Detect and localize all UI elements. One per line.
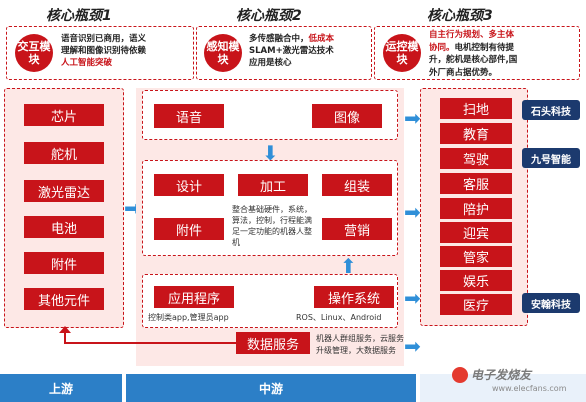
mid-item-processing: 加工 xyxy=(238,174,308,196)
feedback-line xyxy=(64,342,236,344)
footer-midstream: 中游 xyxy=(126,374,416,402)
arrow-up-icon: ⬆ xyxy=(340,254,357,278)
bottleneck-box-2: 感知模块 多传感融合中，低成本 SLAM+激光雷达技术 应用是核心 xyxy=(196,26,372,80)
footer-downstream xyxy=(420,374,586,402)
downstream-item: 娱乐 xyxy=(440,270,512,291)
bottleneck-desc-3: 自主行为规划、多主体 协同。电机控制有待提 升，舵机是核心部件,国 外厂商占据优… xyxy=(429,29,579,79)
app-note: 控制类app,管理员app xyxy=(148,313,229,322)
mid-item-image: 图像 xyxy=(312,104,382,128)
desc-line: 语音识别已商用，语义 xyxy=(61,34,147,44)
mid-item-data-service: 数据服务 xyxy=(236,332,310,354)
watermark: 电子发烧友 xyxy=(452,366,531,383)
company-badge: 石头科技 xyxy=(522,100,580,120)
desc-highlight: 人工智能突破 xyxy=(61,58,113,68)
watermark-url: www.elecfans.com xyxy=(492,384,567,393)
bottleneck-desc-2: 多传感融合中，低成本 SLAM+激光雷达技术 应用是核心 xyxy=(249,33,371,69)
header-bottleneck-2: 核心瓶颈2 xyxy=(236,8,302,24)
bottleneck-desc-1: 语音识别已商用，语义 理解和图像识别待依赖 人工智能突破 xyxy=(61,33,193,69)
company-badge: 九号智能 xyxy=(522,148,580,168)
header-bottleneck-3: 核心瓶颈3 xyxy=(427,8,493,24)
desc-text: 电机控制有待提 xyxy=(454,42,515,53)
module-badge-perception: 感知模块 xyxy=(204,34,242,72)
os-note: ROS、Linux、Android xyxy=(296,313,382,322)
desc-text: 多传感融合中， xyxy=(249,34,309,44)
company-badge: 安翰科技 xyxy=(522,293,580,313)
upstream-item: 芯片 xyxy=(24,104,104,126)
downstream-item: 医疗 xyxy=(440,294,512,315)
upstream-item: 舵机 xyxy=(24,142,104,164)
downstream-item: 陪护 xyxy=(440,198,512,219)
footer-upstream: 上游 xyxy=(0,374,122,402)
module-badge-motion-control: 运控模块 xyxy=(383,34,421,72)
downstream-item: 教育 xyxy=(440,123,512,144)
desc-line: SLAM+激光雷达技术 xyxy=(249,46,334,56)
watermark-text: 电子发烧友 xyxy=(471,368,532,382)
mid-item-application: 应用程序 xyxy=(154,286,234,308)
upstream-item: 其他元件 xyxy=(24,288,104,310)
header-bottleneck-1: 核心瓶颈1 xyxy=(46,8,112,24)
desc-line: 外厂商占据优势。 xyxy=(429,67,498,78)
logo-icon xyxy=(452,366,468,383)
mid-item-assembly: 组装 xyxy=(322,174,392,196)
downstream-item: 扫地 xyxy=(440,98,512,119)
desc-highlight: 自主行为规划、多主体 xyxy=(429,30,515,40)
desc-line: 多传感融合中，低成本 xyxy=(249,33,371,45)
arrow-right-icon: ➡ xyxy=(404,286,421,310)
desc-highlight: 协同。 xyxy=(429,42,455,53)
arrow-right-icon: ➡ xyxy=(404,106,421,130)
mid-item-accessory: 附件 xyxy=(154,218,224,240)
upstream-item: 激光雷达 xyxy=(24,180,104,202)
downstream-item: 客服 xyxy=(440,173,512,194)
feedback-line-vertical xyxy=(64,330,66,343)
mid-item-os: 操作系统 xyxy=(314,286,394,308)
desc-line: 升，舵机是核心部件,国 xyxy=(429,55,518,65)
downstream-item: 管家 xyxy=(440,246,512,267)
module-badge-interaction: 交互模块 xyxy=(15,34,53,72)
data-service-note-1: 机器人群组服务，云服务 xyxy=(316,334,404,343)
feedback-arrow-icon xyxy=(59,326,71,333)
desc-line: 协同。电机控制有待提 xyxy=(429,42,579,55)
desc-line: 理解和图像识别待依赖 xyxy=(61,46,147,56)
mid-item-marketing: 营销 xyxy=(322,218,392,240)
arrow-down-icon: ⬇ xyxy=(262,141,279,165)
data-service-note-2: 升级管理，大数据服务 xyxy=(316,346,396,355)
desc-line: 应用是核心 xyxy=(249,58,292,68)
desc-highlight: 低成本 xyxy=(308,34,335,44)
arrow-right-icon: ➡ xyxy=(404,200,421,224)
mid-integration-text: 整合基础硬件，系统，算法，控制，行程能满足一定功能的机器人整机 xyxy=(232,205,312,247)
bottleneck-box-3: 运控模块 自主行为规划、多主体 协同。电机控制有待提 升，舵机是核心部件,国 外… xyxy=(374,26,580,80)
downstream-item: 迎宾 xyxy=(440,222,512,243)
mid-item-design: 设计 xyxy=(154,174,224,196)
downstream-item: 驾驶 xyxy=(440,148,512,169)
mid-item-voice: 语音 xyxy=(154,104,224,128)
bottleneck-box-1: 交互模块 语音识别已商用，语义 理解和图像识别待依赖 人工智能突破 xyxy=(6,26,194,80)
upstream-item: 附件 xyxy=(24,252,104,274)
arrow-right-icon: ➡ xyxy=(404,334,421,358)
upstream-item: 电池 xyxy=(24,216,104,238)
